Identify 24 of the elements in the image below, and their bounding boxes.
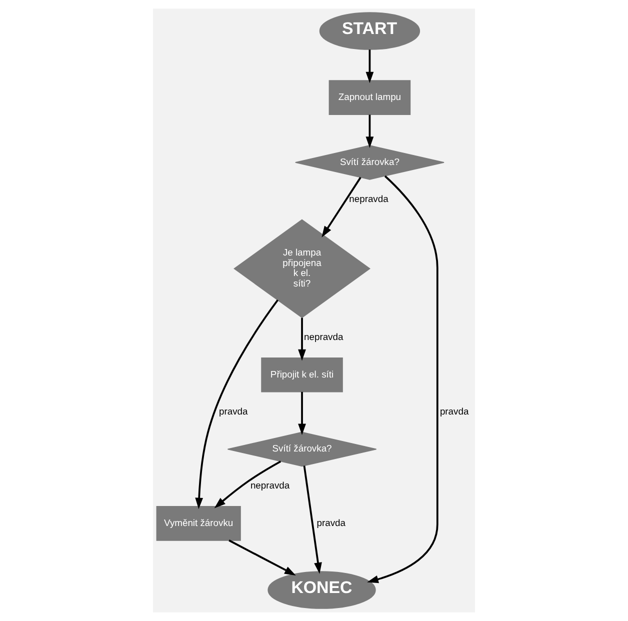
arrow bbox=[298, 318, 306, 361]
arrow bbox=[195, 300, 278, 510]
arrow bbox=[303, 466, 322, 574]
arrow bbox=[228, 540, 296, 576]
arrow bbox=[322, 176, 362, 238]
arrow bbox=[367, 175, 438, 584]
arrow bbox=[214, 460, 282, 508]
arrow bbox=[298, 392, 306, 436]
arrow bbox=[366, 50, 374, 84]
edge-label: nepravda bbox=[349, 192, 388, 204]
node-diamond: Svítí žárovka? bbox=[227, 432, 377, 467]
edge-label: pravda bbox=[440, 405, 469, 416]
node-ellipse: START bbox=[319, 12, 420, 50]
node-diamond: Je lampa připojena k el. síti? bbox=[234, 219, 370, 318]
node-ellipse: KONEC bbox=[268, 571, 376, 609]
edge-label: nepravda bbox=[250, 480, 290, 491]
node-box: Připojit k el. síti bbox=[261, 358, 343, 392]
edge-label: nepravda bbox=[304, 331, 344, 342]
node-box: Zapnout lampu bbox=[328, 80, 411, 115]
edge-label: pravda bbox=[316, 516, 346, 528]
node-diamond: Svítí žárovka? bbox=[294, 145, 444, 180]
edge-label: pravda bbox=[219, 405, 248, 416]
node-box: Vyměnit žárovku bbox=[156, 506, 241, 541]
arrow bbox=[366, 114, 374, 148]
